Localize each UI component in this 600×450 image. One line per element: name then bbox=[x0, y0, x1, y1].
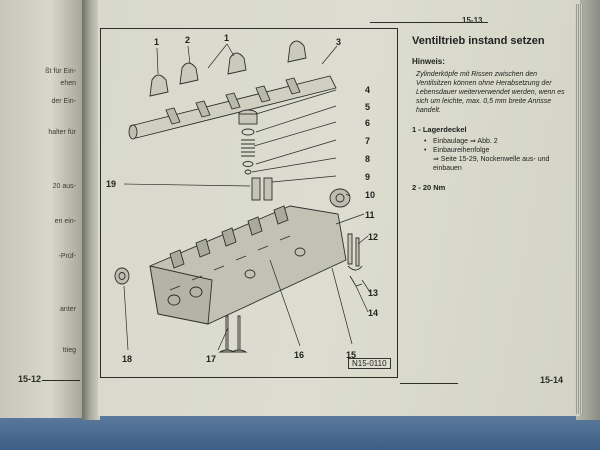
callout-14: 14 bbox=[368, 308, 378, 318]
left-text-fragment: ehen bbox=[60, 80, 76, 87]
callout-6: 6 bbox=[365, 118, 370, 128]
section-title: Ventiltrieb instand setzen bbox=[412, 35, 545, 47]
left-text-fragment: ttieg bbox=[62, 347, 76, 354]
item-1-reference: ⇒ Seite 15-29, Nockenwelle aus- und einb… bbox=[433, 156, 550, 172]
callout-4: 4 bbox=[365, 85, 370, 95]
callout-1: 1 bbox=[224, 33, 229, 43]
callout-10: 10 bbox=[365, 190, 375, 200]
callout-8: 8 bbox=[365, 154, 370, 164]
item-1-bullet: • Einbaureihenfolge bbox=[424, 146, 572, 155]
footer-page-number: 15-14 bbox=[540, 375, 564, 385]
callout-5: 5 bbox=[365, 102, 370, 112]
callout-2: 2 bbox=[185, 35, 190, 45]
callout-1: 1 bbox=[154, 37, 159, 47]
cylinder-head-icon bbox=[149, 205, 347, 325]
left-text-fragment: en ein- bbox=[54, 218, 76, 225]
callout-leader-lines bbox=[123, 43, 371, 351]
bearing-cap-icon bbox=[149, 40, 307, 97]
callout-16: 16 bbox=[294, 350, 304, 360]
item-2-torque: 2 - 20 Nm bbox=[412, 183, 446, 192]
left-text-fragment: der Ein- bbox=[51, 98, 76, 105]
page-edges bbox=[575, 4, 583, 414]
callout-13: 13 bbox=[368, 288, 378, 298]
camshaft-icon bbox=[128, 75, 337, 140]
valve-stack-icon bbox=[238, 109, 273, 201]
left-text-fragment: anter bbox=[60, 306, 76, 313]
left-page: ßt für Ein- ehen der Ein- halter für 20 … bbox=[0, 0, 84, 418]
right-page bbox=[98, 0, 580, 416]
callout-3: 3 bbox=[336, 37, 341, 47]
bullet-icon: • bbox=[424, 147, 427, 154]
valve-icon bbox=[218, 315, 248, 353]
hinweis-title: Hinweis: bbox=[412, 57, 445, 66]
callout-9: 9 bbox=[365, 172, 370, 182]
figure-frame bbox=[100, 28, 398, 378]
callout-19: 19 bbox=[106, 179, 116, 189]
header-page-number: 15-13 bbox=[462, 16, 483, 25]
bullet-text: Einbaureihenfolge bbox=[433, 147, 490, 154]
hinweis-text: Zylinderköpfe mit Rissen zwischen den Ve… bbox=[416, 71, 565, 114]
callout-18: 18 bbox=[122, 354, 132, 364]
item-1-title: 1 - Lagerdeckel bbox=[412, 125, 467, 134]
left-text-fragment: ßt für Ein- bbox=[45, 68, 76, 75]
front-seal-icon bbox=[114, 267, 130, 285]
exploded-view-figure: 1 2 1 3 4 5 6 7 8 9 10 11 12 13 14 15 16… bbox=[100, 28, 400, 380]
footer-rule bbox=[400, 383, 458, 384]
injector-icon bbox=[347, 233, 363, 287]
bullet-text: Einbaulage ⇒ Abb. 2 bbox=[433, 138, 498, 145]
left-footer-rule bbox=[42, 380, 80, 381]
cylinder-head-drawing: 1 2 1 3 4 5 6 7 8 9 10 11 12 13 14 15 16… bbox=[106, 33, 378, 364]
left-text-fragment: halter für bbox=[48, 129, 76, 136]
instruction-column: Ventiltrieb instand setzen Hinweis: Zyli… bbox=[412, 35, 572, 192]
desk-surface bbox=[0, 410, 600, 450]
oil-seal-icon bbox=[329, 188, 351, 208]
header-rule bbox=[370, 22, 488, 23]
callout-15: 15 bbox=[346, 350, 356, 360]
left-text-fragment: -Prüf- bbox=[58, 253, 77, 260]
book-spine bbox=[82, 0, 100, 420]
bullet-icon: • bbox=[424, 138, 427, 145]
item-1-bullet: • Einbaulage ⇒ Abb. 2 bbox=[424, 137, 572, 146]
left-text-fragment: 20 aus- bbox=[52, 183, 76, 190]
callout-11: 11 bbox=[365, 210, 375, 220]
callout-17: 17 bbox=[206, 354, 216, 364]
callout-7: 7 bbox=[365, 136, 370, 146]
left-page-number: 15-12 bbox=[18, 374, 42, 384]
callout-12: 12 bbox=[368, 232, 378, 242]
figure-code: N15-0110 bbox=[348, 358, 391, 369]
